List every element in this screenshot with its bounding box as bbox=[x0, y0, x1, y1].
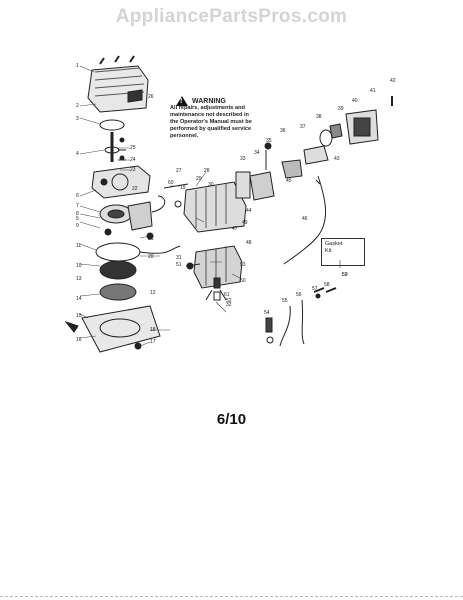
callout-8: 8 bbox=[76, 211, 79, 217]
callout-42: 42 bbox=[390, 78, 396, 84]
callout-58: 58 bbox=[324, 282, 330, 288]
callout-44: 44 bbox=[246, 208, 252, 214]
callout-15: 15 bbox=[76, 313, 82, 319]
callout-16: 16 bbox=[76, 337, 82, 343]
throttle-cable-part bbox=[283, 175, 327, 265]
ignition-module-part bbox=[127, 195, 166, 240]
gasket-kit-number: 59 bbox=[342, 272, 348, 278]
callout-60: 60 bbox=[168, 180, 174, 186]
callout-39: 39 bbox=[338, 106, 344, 112]
callout-33: 33 bbox=[240, 156, 246, 162]
page-number: 6/10 bbox=[216, 411, 247, 428]
callout-40: 40 bbox=[352, 98, 358, 104]
crankcase-part bbox=[91, 165, 151, 199]
callout-23: 23 bbox=[130, 167, 136, 173]
warning-triangle-icon bbox=[176, 96, 188, 106]
callout-25: 25 bbox=[130, 145, 136, 151]
warning-line: All repairs, adjustments and bbox=[170, 105, 245, 111]
callout-26: 26 bbox=[148, 94, 154, 100]
callout-48: 48 bbox=[246, 240, 252, 246]
flywheel-part bbox=[99, 204, 133, 236]
warning-line: maintenance not described in bbox=[170, 112, 249, 118]
callout-2: 2 bbox=[76, 103, 79, 109]
callout-32: 32 bbox=[226, 302, 232, 308]
callout-14: 14 bbox=[76, 296, 82, 302]
callout-34: 34 bbox=[254, 150, 260, 156]
callout-3: 3 bbox=[76, 116, 79, 122]
callout-11: 11 bbox=[76, 243, 82, 249]
fuel-line-part bbox=[265, 287, 337, 347]
callout-47: 47 bbox=[232, 226, 238, 232]
warning-notice: WARNING All repairs, adjustments and mai… bbox=[170, 96, 300, 140]
starter-housing-part bbox=[64, 305, 161, 353]
callout-22: 22 bbox=[132, 186, 138, 192]
callout-56: 56 bbox=[296, 292, 302, 298]
starter-spring-part bbox=[99, 283, 137, 301]
callout-35: 35 bbox=[266, 138, 272, 144]
warning-title: WARNING bbox=[192, 98, 226, 105]
muffler-part bbox=[163, 181, 247, 233]
callout-13: 13 bbox=[76, 276, 82, 282]
callout-30: 30 bbox=[208, 182, 214, 188]
callout-49: 49 bbox=[242, 220, 248, 226]
callout-50: 50 bbox=[240, 278, 246, 284]
o-ring-part bbox=[99, 119, 125, 131]
callout-9: 9 bbox=[76, 223, 79, 229]
cylinder-part bbox=[185, 245, 243, 301]
callout-38: 38 bbox=[316, 114, 322, 120]
callout-61: 61 bbox=[224, 292, 230, 298]
gasket-kit-box: Gasket Kit bbox=[321, 238, 365, 266]
carburetor-part bbox=[235, 142, 329, 201]
callout-31: 31 bbox=[176, 255, 182, 261]
callout-24: 24 bbox=[130, 157, 136, 163]
callout-10: 10 bbox=[76, 263, 82, 269]
air-filter-part bbox=[319, 96, 393, 147]
warning-line: the Operator's Manual must be bbox=[170, 119, 252, 125]
callout-19: 19 bbox=[180, 185, 186, 191]
callout-36: 36 bbox=[280, 128, 286, 134]
cylinder-cover-part bbox=[87, 55, 149, 113]
callout-27: 27 bbox=[176, 168, 182, 174]
callout-21: 21 bbox=[148, 236, 154, 242]
callout-4: 4 bbox=[76, 151, 79, 157]
callout-5: 5 bbox=[76, 216, 79, 222]
callout-18: 18 bbox=[150, 327, 156, 333]
callout-7: 7 bbox=[76, 203, 79, 209]
callout-46: 46 bbox=[302, 216, 308, 222]
callout-1: 1 bbox=[76, 63, 79, 69]
callout-52: 52 bbox=[226, 298, 232, 304]
starter-pulley-part bbox=[99, 260, 137, 280]
callout-45: 45 bbox=[286, 178, 292, 184]
gasket-kit-label-2: Kit bbox=[325, 248, 332, 254]
callout-57: 57 bbox=[312, 286, 318, 292]
warning-line: personnel. bbox=[170, 133, 199, 139]
watermark-logo: AppliancePartsPros.com bbox=[115, 6, 348, 27]
callout-43: 43 bbox=[334, 156, 340, 162]
callout-55: 55 bbox=[282, 298, 288, 304]
callout-6: 6 bbox=[76, 193, 79, 199]
callout-51: 51 bbox=[176, 262, 182, 268]
callout-54: 54 bbox=[264, 310, 270, 316]
callout-41: 41 bbox=[370, 88, 376, 94]
callout-12: 12 bbox=[150, 290, 156, 296]
starter-rope-part bbox=[95, 242, 181, 262]
callout-37: 37 bbox=[300, 124, 306, 130]
bottom-divider bbox=[0, 596, 463, 597]
callout-20: 20 bbox=[148, 254, 154, 260]
callout-29: 29 bbox=[196, 176, 202, 182]
callout-28: 28 bbox=[204, 168, 210, 174]
callout-53: 53 bbox=[240, 262, 246, 268]
warning-line: performed by qualified service bbox=[170, 126, 252, 132]
callout-17: 17 bbox=[150, 339, 156, 345]
gasket-kit-label: Gasket bbox=[325, 241, 343, 247]
crankshaft-part bbox=[104, 132, 126, 162]
callout-59: 59 bbox=[342, 272, 348, 278]
